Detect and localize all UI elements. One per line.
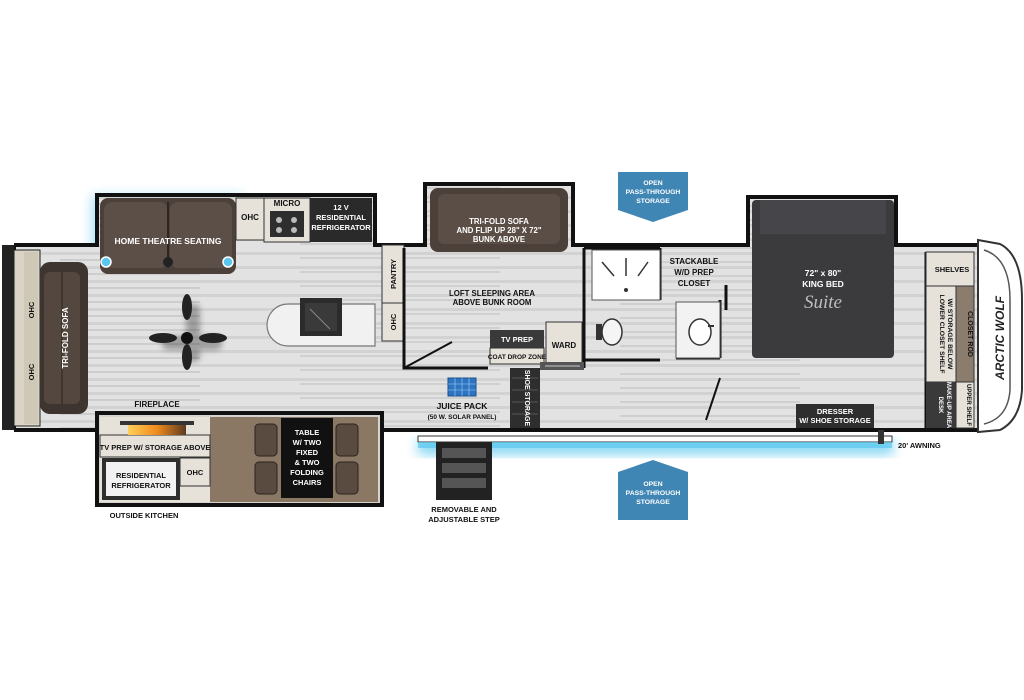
storage-badge-bottom: OPEN PASS-THROUGH STORAGE	[618, 460, 688, 520]
step-label-line1: REMOVABLE AND	[431, 505, 497, 514]
rear-wall	[2, 245, 41, 430]
shelves-label: SHELVES	[935, 265, 969, 274]
home-theatre-label: HOME THEATRE SEATING	[115, 236, 222, 246]
trifold-bunk-line1: TRI-FOLD SOFA	[469, 217, 529, 226]
awning	[417, 430, 893, 448]
fireplace	[120, 421, 194, 435]
king-bed: 72" x 80" KING BED Suite	[752, 200, 894, 358]
storage-bottom-line1: OPEN	[643, 481, 662, 488]
kitchen-top-cabinets: OHC MICRO 12 V RESIDENTIAL REFRIGERATOR	[235, 197, 372, 243]
lower-closet-line1: LOWER CLOSET SHELF	[938, 295, 945, 374]
pantry-column: PANTRY OHC	[381, 244, 405, 342]
table-line5: FOLDING	[290, 468, 324, 477]
loft-label-line2: ABOVE BUNK ROOM	[453, 298, 532, 307]
stackable-label-line2: W/D PREP	[674, 268, 714, 277]
storage-top-line1: OPEN	[643, 180, 662, 187]
tv-prep-outside-label: TV PREP W/ STORAGE ABOVE	[100, 443, 211, 452]
outside-kitchen-label: OUTSIDE KITCHEN	[110, 511, 179, 520]
bunk-room-fixtures: TV PREP COAT DROP ZONE WARD	[488, 321, 583, 369]
dresser-line2: W/ SHOE STORAGE	[799, 416, 871, 425]
trifold-sofa-bunk: TRI-FOLD SOFA AND FLIP UP 28" X 72" BUNK…	[430, 188, 568, 252]
table-line1: TABLE	[295, 428, 319, 437]
ohc-top-label: OHC	[241, 213, 259, 222]
king-bed-size: 72" x 80"	[805, 268, 841, 278]
table-line4: & TWO	[295, 458, 320, 467]
closet-rod-label: CLOSET ROD	[966, 311, 973, 357]
trifold-sofa-label: TRI-FOLD SOFA	[61, 307, 70, 369]
front-cap: ARCTIC WOLF	[977, 238, 1023, 434]
juice-pack-sub: (50 W. SOLAR PANEL)	[428, 414, 497, 421]
coat-drop-label: COAT DROP ZONE	[488, 354, 547, 361]
step-label-line2: ADJUSTABLE STEP	[428, 515, 500, 524]
shoe-storage: SHOE STORAGE	[510, 368, 540, 428]
juice-pack-label: JUICE PACK	[437, 401, 489, 411]
micro-label: MICRO	[274, 199, 301, 208]
lower-closet-line2: W/ STORAGE BELOW	[946, 299, 953, 370]
ward-label: WARD	[552, 341, 577, 350]
ohc-front-left-label: OHC	[27, 301, 36, 318]
trifold-bunk-line2: AND FLIP UP 28" X 72"	[456, 226, 541, 235]
table-line6: CHAIRS	[293, 478, 322, 487]
tv-prep-label: TV PREP	[501, 335, 533, 344]
storage-bottom-line3: STORAGE	[636, 499, 670, 506]
desk-label-line2: MAKE-UP AREA	[945, 382, 951, 429]
entry-steps	[436, 442, 492, 500]
kitchen-island	[266, 298, 376, 347]
ohc-outside-label: OHC	[187, 468, 204, 477]
table-line2: W/ TWO	[293, 438, 322, 447]
trifold-bunk-line3: BUNK ABOVE	[473, 235, 525, 244]
desk-label-line1: DESK	[937, 397, 943, 414]
awning-label: 20' AWNING	[898, 441, 941, 450]
table-line3: FIXED	[296, 448, 319, 457]
storage-top-line2: PASS-THROUGH	[626, 189, 681, 196]
stackable-label-line3: CLOSET	[678, 279, 711, 288]
front-closet: SHELVES LOWER CLOSET SHELF W/ STORAGE BE…	[925, 251, 975, 429]
storage-badge-top: OPEN PASS-THROUGH STORAGE	[618, 172, 688, 222]
suite-logo: Suite	[804, 292, 842, 313]
upper-shelf-label: UPPER SHELF	[965, 384, 971, 426]
fridge-12v-line3: REFRIGERATOR	[311, 223, 371, 232]
fridge-12v-line1: 12 V	[333, 203, 348, 212]
bathroom	[540, 249, 721, 370]
dresser-line1: DRESSER	[817, 407, 854, 416]
rear-trifold-sofa	[40, 262, 88, 414]
ceiling-fan-icon	[149, 294, 227, 370]
outside-fridge-line2: REFRIGERATOR	[111, 481, 171, 490]
home-theatre-seating: HOME THEATRE SEATING	[100, 198, 236, 274]
solar-panel-icon	[447, 377, 477, 397]
ohc-kitchen-label: OHC	[389, 313, 398, 330]
loft-label-line1: LOFT SLEEPING AREA	[449, 289, 535, 298]
dresser: DRESSER W/ SHOE STORAGE	[796, 404, 874, 428]
storage-bottom-line2: PASS-THROUGH	[626, 490, 681, 497]
fridge-12v-line2: RESIDENTIAL	[316, 213, 366, 222]
storage-top-line3: STORAGE	[636, 198, 670, 205]
stackable-label-line1: STACKABLE	[670, 257, 719, 266]
dining-table: TABLE W/ TWO FIXED & TWO FOLDING CHAIRS	[254, 418, 359, 498]
pantry-label: PANTRY	[389, 259, 398, 289]
king-bed-label: KING BED	[802, 279, 844, 289]
fireplace-label: FIREPLACE	[134, 400, 180, 409]
shoe-storage-label: SHOE STORAGE	[523, 370, 530, 427]
brand-cap-logo: ARCTIC WOLF	[993, 295, 1007, 381]
ohc-front-right-label: OHC	[27, 363, 36, 380]
outside-fridge-line1: RESIDENTIAL	[116, 471, 166, 480]
